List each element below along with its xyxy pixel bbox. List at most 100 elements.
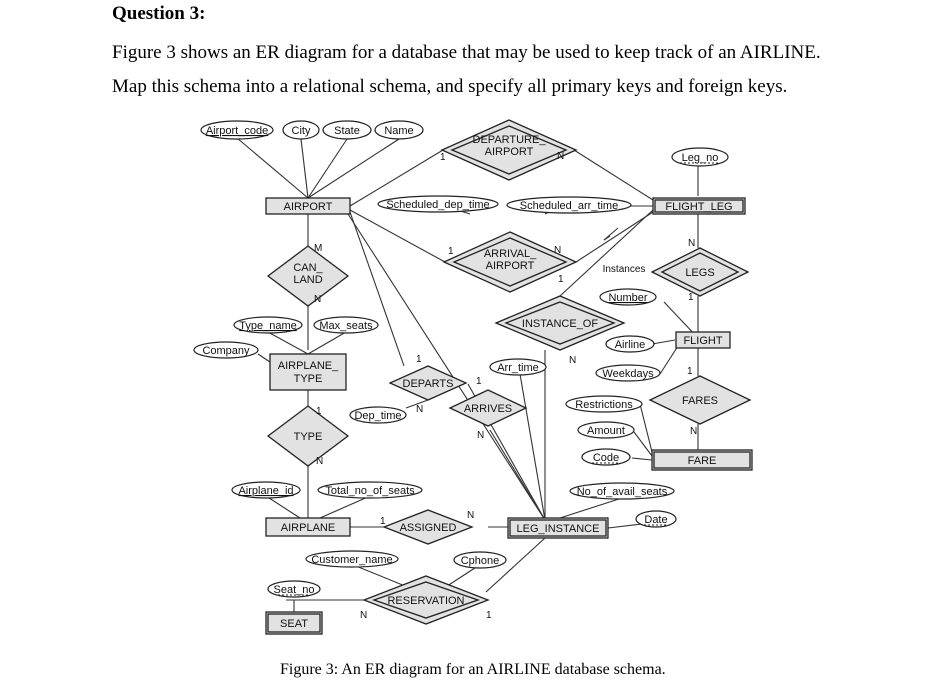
attribute-name: Name bbox=[374, 120, 424, 140]
svg-text:FARES: FARES bbox=[682, 395, 718, 407]
svg-text:Max_seats: Max_seats bbox=[319, 320, 373, 332]
svg-text:Instances: Instances bbox=[603, 264, 646, 275]
card-arr-1: 1 bbox=[448, 246, 454, 257]
card-type-1: 1 bbox=[316, 406, 322, 417]
svg-text:AIRPLANE: AIRPLANE bbox=[281, 522, 335, 534]
svg-text:Type_name: Type_name bbox=[239, 320, 296, 332]
card-res-n: N bbox=[360, 610, 367, 621]
svg-text:Number: Number bbox=[608, 292, 647, 304]
card-arrives-n: N bbox=[477, 430, 484, 441]
relationship-reservation: RESERVATION bbox=[362, 575, 490, 625]
entity-flight: FLIGHT bbox=[675, 331, 731, 349]
svg-text:Code: Code bbox=[593, 452, 619, 464]
svg-text:Total_no_of_seats: Total_no_of_seats bbox=[325, 485, 415, 497]
svg-text:Cphone: Cphone bbox=[461, 555, 500, 567]
entity-flight-leg: FLIGHT_LEG bbox=[652, 197, 746, 215]
attribute-city: City bbox=[282, 120, 320, 140]
attribute-state: State bbox=[322, 120, 372, 140]
relationship-departs: DEPARTS bbox=[388, 365, 468, 401]
attribute-weekdays: Weekdays bbox=[595, 364, 661, 382]
attribute-airplane-id: Airplane_id bbox=[231, 481, 301, 499]
svg-text:LAND: LAND bbox=[293, 274, 322, 286]
svg-text:SEAT: SEAT bbox=[280, 618, 308, 630]
card-can-m: M bbox=[314, 243, 322, 254]
card-res-1: 1 bbox=[486, 610, 492, 621]
relationship-fares: FARES bbox=[648, 375, 752, 425]
svg-text:Customer_name: Customer_name bbox=[311, 554, 392, 566]
card-departs-n: N bbox=[416, 404, 423, 415]
attribute-restrictions: Restrictions bbox=[565, 395, 643, 413]
svg-text:Airline: Airline bbox=[615, 339, 646, 351]
svg-text:INSTANCE_OF: INSTANCE_OF bbox=[522, 318, 598, 330]
entity-airplane-type: AIRPLANE_ TYPE bbox=[269, 353, 347, 391]
attribute-max-seats: Max_seats bbox=[313, 316, 379, 334]
svg-text:DEPARTURE_: DEPARTURE_ bbox=[473, 134, 547, 146]
svg-text:No_of_avail_seats: No_of_avail_seats bbox=[577, 486, 668, 498]
attribute-dep-time: Dep_time bbox=[349, 406, 407, 424]
card-legs-1: 1 bbox=[688, 292, 694, 303]
card-fares-1: 1 bbox=[687, 366, 693, 377]
card-inst-n: N bbox=[569, 355, 576, 366]
svg-text:Seat_no: Seat_no bbox=[274, 584, 315, 596]
card-arrives-1: 1 bbox=[476, 376, 482, 387]
intro-line-2: Map this schema into a relational schema… bbox=[112, 76, 788, 97]
attribute-no-of-avail-seats: No_of_avail_seats bbox=[569, 482, 675, 500]
card-inst-1: 1 bbox=[558, 274, 564, 285]
card-fares-n: N bbox=[690, 426, 697, 437]
svg-text:Airplane_id: Airplane_id bbox=[238, 485, 293, 497]
svg-text:Amount: Amount bbox=[587, 425, 625, 437]
svg-text:ARRIVAL_: ARRIVAL_ bbox=[484, 248, 537, 260]
relationship-departure-airport: DEPARTURE_ AIRPORT bbox=[440, 119, 578, 181]
card-assigned-1: 1 bbox=[380, 516, 386, 527]
svg-text:FLIGHT_LEG: FLIGHT_LEG bbox=[665, 201, 732, 213]
svg-text:ASSIGNED: ASSIGNED bbox=[400, 522, 457, 534]
svg-text:Dep_time: Dep_time bbox=[354, 410, 401, 422]
entity-leg-instance: LEG_INSTANCE bbox=[507, 517, 609, 539]
svg-text:Scheduled_arr_time: Scheduled_arr_time bbox=[520, 200, 618, 212]
connector-lines bbox=[236, 137, 699, 612]
svg-text:AIRPORT: AIRPORT bbox=[284, 201, 333, 213]
attribute-arr-time: Arr_time bbox=[489, 358, 547, 376]
svg-text:Leg_no: Leg_no bbox=[682, 152, 719, 164]
attribute-total-no-of-seats: Total_no_of_seats bbox=[317, 481, 423, 499]
attribute-airport-code: Airport_code bbox=[200, 120, 274, 140]
entity-fare: FARE bbox=[651, 449, 753, 471]
attribute-scheduled-dep-time: Scheduled_dep_time bbox=[377, 195, 499, 213]
attribute-code: Code bbox=[581, 448, 631, 466]
attribute-seat-no: Seat_no bbox=[267, 580, 321, 598]
attribute-cphone: Cphone bbox=[453, 551, 507, 569]
svg-text:City: City bbox=[292, 125, 311, 137]
svg-text:Date: Date bbox=[644, 514, 667, 526]
svg-text:FARE: FARE bbox=[688, 455, 717, 467]
svg-text:AIRPORT: AIRPORT bbox=[486, 260, 535, 272]
svg-text:AIRPLANE_: AIRPLANE_ bbox=[278, 360, 339, 372]
svg-text:LEG_INSTANCE: LEG_INSTANCE bbox=[517, 523, 600, 535]
relationship-arrival-airport: ARRIVAL_ AIRPORT bbox=[442, 231, 578, 293]
svg-text:RESERVATION: RESERVATION bbox=[387, 595, 464, 607]
svg-text:Company: Company bbox=[202, 345, 250, 357]
card-arr-n: N bbox=[554, 245, 561, 256]
attribute-instances: Instances bbox=[603, 264, 646, 275]
attribute-scheduled-arr-time: Scheduled_arr_time bbox=[506, 196, 632, 214]
attribute-leg-no: Leg_no bbox=[671, 147, 729, 167]
relationship-instance-of: INSTANCE_OF bbox=[494, 295, 626, 351]
entity-seat: SEAT bbox=[265, 611, 323, 635]
svg-text:Name: Name bbox=[384, 125, 413, 137]
svg-text:AIRPORT: AIRPORT bbox=[485, 146, 534, 158]
intro-line-1: Figure 3 shows an ER diagram for a datab… bbox=[112, 42, 821, 63]
relationship-can-land: CAN_ LAND bbox=[266, 245, 350, 307]
attribute-date: Date bbox=[635, 510, 677, 528]
svg-text:Weekdays: Weekdays bbox=[602, 368, 654, 380]
attribute-company: Company bbox=[193, 341, 259, 359]
card-type-n: N bbox=[316, 456, 323, 467]
attribute-airline: Airline bbox=[605, 335, 655, 353]
attribute-type-name: Type_name bbox=[233, 316, 303, 334]
card-dep-n: N bbox=[557, 151, 564, 162]
attribute-number: Number bbox=[599, 288, 657, 306]
svg-text:Restrictions: Restrictions bbox=[575, 399, 633, 411]
entity-airport: AIRPORT bbox=[265, 197, 351, 215]
svg-text:TYPE: TYPE bbox=[294, 373, 323, 385]
card-dep-1: 1 bbox=[440, 152, 446, 163]
svg-text:Scheduled_dep_time: Scheduled_dep_time bbox=[386, 199, 489, 211]
